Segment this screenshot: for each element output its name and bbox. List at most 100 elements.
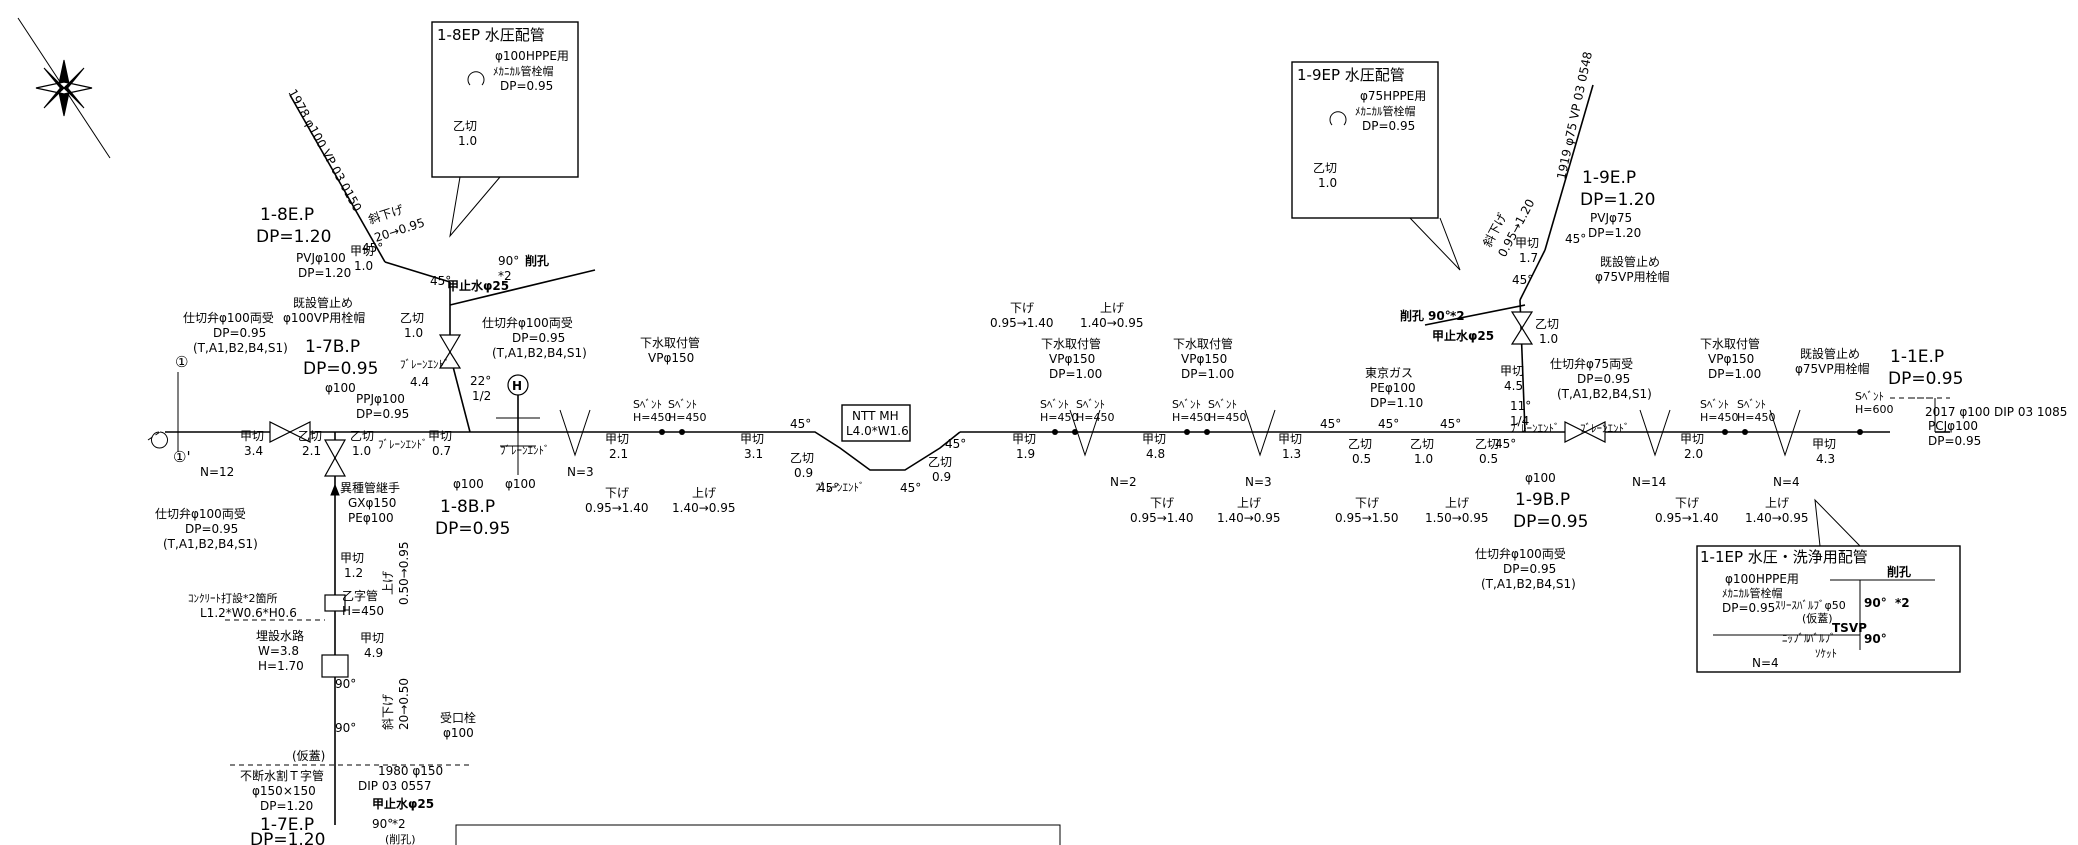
- box-9ep-line1: φ75HPPE用: [1360, 89, 1426, 103]
- break-marks: [177, 372, 1801, 457]
- stop-valve-a: 甲止水φ25: [447, 278, 509, 293]
- cut-20: 乙切: [1535, 317, 1559, 331]
- point-7b-dp: DP=0.95: [303, 359, 378, 379]
- valve-d-dp: DP=0.95: [1577, 372, 1630, 386]
- drain-end-value: 4.4: [410, 375, 429, 389]
- box-9ep-line5: 1.0: [1318, 176, 1337, 190]
- bottom-frame: [455, 824, 1061, 845]
- stop-a-label: 既設管止め: [293, 295, 353, 310]
- cut-12-value: 0.5: [1352, 452, 1371, 466]
- box-8ep-line4: 乙切: [453, 119, 477, 133]
- cut-2: 乙切: [298, 429, 322, 443]
- branch-pipe-down: [225, 432, 470, 825]
- box-1ep-line5: (仮蓋): [1802, 612, 1833, 625]
- stop-c-label: 既設管止め: [1800, 346, 1860, 361]
- sbent-2b: Sﾍﾞﾝﾄ: [1076, 398, 1105, 411]
- box-8ep-line1: φ100HPPE用: [495, 49, 569, 63]
- sbent-2a: Sﾍﾞﾝﾄ: [1040, 398, 1069, 411]
- sewer-1-vp: VPφ150: [648, 351, 694, 365]
- cut-4: 甲切: [428, 429, 452, 443]
- slope-c-value: 0.50→0.95: [397, 542, 411, 606]
- drain-end-label-3: ﾌﾞﾚｰﾝｴﾝﾄﾞ: [500, 444, 550, 457]
- box-9ep-line3: DP=0.95: [1362, 119, 1415, 133]
- point-9e-dp: DP=1.20: [1580, 190, 1655, 210]
- phi100-d: φ100: [1525, 471, 1556, 485]
- cut-17-value: 1.0: [354, 259, 373, 273]
- cut-11: 甲切: [1278, 432, 1302, 446]
- stop-valve-c: 甲止水φ25: [372, 796, 434, 811]
- gas-label: 東京ガス: [1365, 366, 1413, 380]
- gate-valve-icon: [1564, 421, 1606, 443]
- sbent-1b: Sﾍﾞﾝﾄ: [668, 398, 697, 411]
- updown-5-up: 上げ: [1765, 496, 1789, 510]
- box-1ep-line8: ﾊﾞﾙﾌﾞ: [1808, 632, 1836, 645]
- box-1ep-line6: TSVP: [1832, 621, 1867, 635]
- tee-size: φ150×150: [252, 784, 316, 798]
- updown-1-down-value: 0.95→1.40: [990, 316, 1054, 330]
- count-n3-a: N=3: [567, 465, 594, 479]
- sbent-4a: Sﾍﾞﾝﾄ: [1700, 398, 1729, 411]
- phi100-a: φ100: [325, 381, 356, 395]
- stop-b-cap: φ75VP用栓帽: [1595, 269, 1670, 284]
- cap-icon: [467, 71, 485, 86]
- marker-1: ①: [175, 353, 188, 371]
- valve-d-code: (T,A1,B2,B4,S1): [1557, 387, 1652, 401]
- drain-end-label-4: ﾌﾞﾚｰﾝｴﾝﾄﾞ: [815, 481, 865, 494]
- cut-21-value: 4.5: [1504, 379, 1523, 393]
- sewer-3-label: 下水取付管: [1173, 336, 1233, 351]
- kakuko-c: (削孔): [385, 832, 416, 845]
- valve-e-code: (T,A1,B2,B4,S1): [1481, 577, 1576, 591]
- point-1e-dp: DP=0.95: [1888, 369, 1963, 389]
- angle-45-j: 45°: [1495, 437, 1516, 451]
- sbent-2a-h: H=450: [1040, 411, 1078, 424]
- box-9ep-line4: 乙切: [1313, 161, 1337, 175]
- drain-end-label-6: ﾌﾞﾚｰﾝｴﾝﾄﾞ: [1510, 422, 1560, 435]
- point-8e-dp: DP=1.20: [256, 227, 331, 247]
- ppj-label: PPJφ100: [356, 392, 405, 406]
- ukeguchi-size: φ100: [443, 726, 474, 740]
- valve-b-dp: DP=0.95: [512, 331, 565, 345]
- sbent-1b-h: H=450: [668, 411, 706, 424]
- ppj-dp: DP=0.95: [356, 407, 409, 421]
- box-1ep-line12: 90°: [1864, 596, 1887, 610]
- angle-45-l: 45°: [1565, 232, 1586, 246]
- box-1ep-title: 1-1EP 水圧・洗浄用配管: [1700, 548, 1868, 566]
- pipe-1978-label: 1978 φ100 VP 03 0150: [285, 87, 364, 214]
- valve-b-code: (T,A1,B2,B4,S1): [492, 346, 587, 360]
- angle-45-c: 45°: [790, 417, 811, 431]
- valve-c-dp: DP=0.95: [185, 522, 238, 536]
- count-n14: N=14: [1632, 475, 1666, 489]
- point-9e-pvj: PVJφ75: [1590, 211, 1632, 225]
- stop-valve-b: 甲止水φ25: [1432, 328, 1494, 343]
- point-1e-pcjdp: DP=0.95: [1928, 434, 1981, 448]
- cut-13: 乙切: [1410, 437, 1434, 451]
- box-1ep-line7: ﾆｯﾌﾞﾙ: [1782, 632, 1810, 645]
- count-n3-b: N=3: [1245, 475, 1272, 489]
- sewer-4-vp: VPφ150: [1708, 352, 1754, 366]
- cut-9-value: 1.9: [1016, 447, 1035, 461]
- cut-19-value: 1.7: [1519, 251, 1538, 265]
- tee-dp: DP=1.20: [260, 799, 313, 813]
- angle-45-i: 45°: [1440, 417, 1461, 431]
- valve-d-label: 仕切弁φ75両受: [1550, 356, 1633, 371]
- valve-a-code: (T,A1,B2,B4,S1): [193, 341, 288, 355]
- joint-gx: GXφ150: [348, 496, 396, 510]
- slope-c-label: 上げ: [381, 571, 395, 595]
- angle-11: 11°: [1510, 399, 1531, 413]
- box-8ep-line2: ﾒｶﾆｶﾙ管栓帽: [493, 64, 554, 78]
- valve-c-label: 仕切弁φ100両受: [155, 506, 246, 521]
- phi100-b: φ100: [453, 477, 484, 491]
- joint-pe: PEφ100: [348, 511, 394, 525]
- cut-5-value: 2.1: [609, 447, 628, 461]
- left-end: [147, 431, 168, 449]
- gate-valve-icon: [269, 421, 311, 443]
- point-8b-dp: DP=0.95: [435, 519, 510, 539]
- slope-d-label: 斜下げ: [381, 694, 395, 730]
- sbent-4b: Sﾍﾞﾝﾄ: [1737, 398, 1766, 411]
- point-9e-name: 1-9E.P: [1582, 168, 1636, 188]
- gas-dp: DP=1.10: [1370, 396, 1423, 410]
- box-1ep-line2: ﾒｶﾆｶﾙ管栓帽: [1722, 586, 1783, 600]
- point-9e-pvjdp: DP=1.20: [1588, 226, 1641, 240]
- updown-3-down: 下げ: [1150, 496, 1174, 510]
